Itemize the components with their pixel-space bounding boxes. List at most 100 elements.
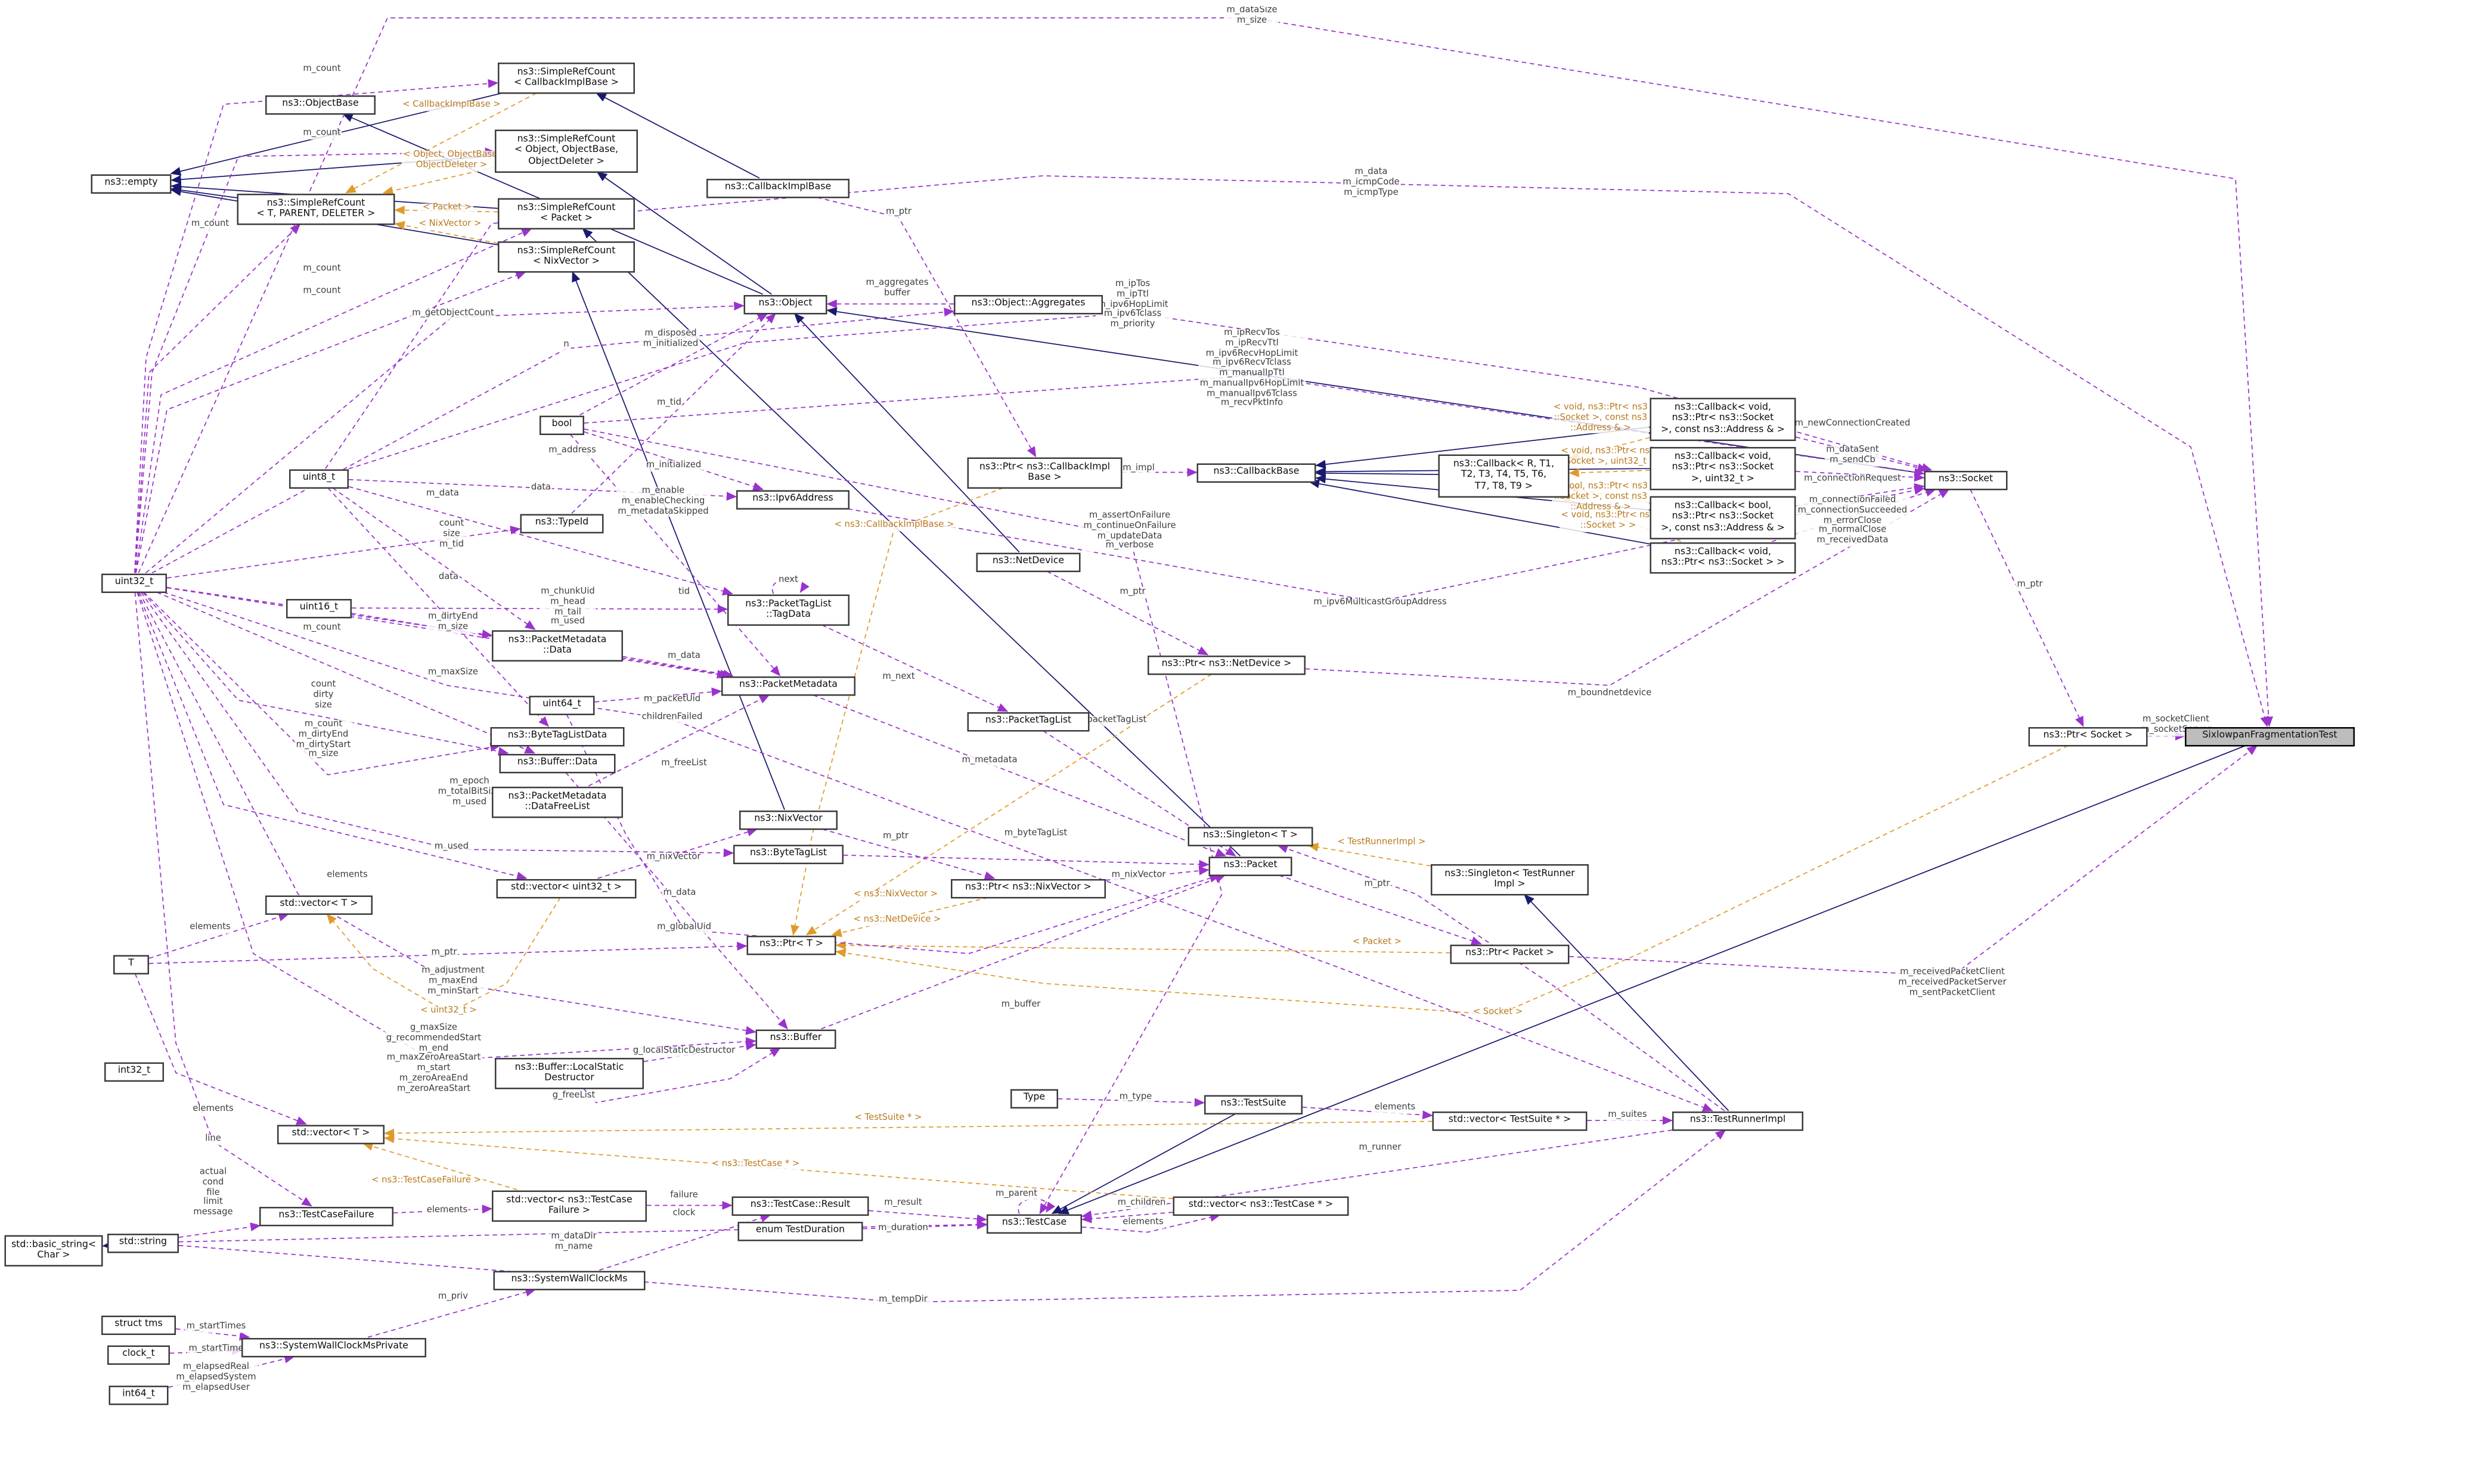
node-uint64[interactable]: uint64_t — [529, 695, 595, 715]
node-btl[interactable]: ns3::ByteTagList — [733, 844, 844, 864]
node-pm[interactable]: ns3::PacketMetadata — [721, 675, 855, 696]
node-typeid[interactable]: ns3::TypeId — [520, 513, 604, 533]
edge-testcase-vectc — [1081, 1213, 1221, 1233]
node-tms[interactable]: struct tms — [101, 1315, 176, 1334]
edge-src_nix-src_tpd — [394, 221, 498, 244]
node-bufdata[interactable]: ns3::Buffer::Data — [499, 753, 616, 773]
edge-pmdata-pm — [622, 656, 734, 679]
node-buffer[interactable]: ns3::Buffer — [755, 1029, 836, 1048]
node-singT[interactable]: ns3::Singleton< T > — [1188, 826, 1313, 846]
node-swcms[interactable]: ns3::SystemWallClockMs — [493, 1270, 646, 1290]
node-testcase[interactable]: ns3::TestCase — [987, 1213, 1082, 1233]
node-int64[interactable]: int64_t — [108, 1384, 169, 1405]
edge-uint32-tri — [163, 591, 1713, 1112]
edge-vectc-testcase — [1081, 1212, 1173, 1224]
edge-ptrnd-socket — [1305, 489, 1950, 686]
node-vecT2[interactable]: std::vector< T > — [277, 1124, 385, 1144]
node-nix[interactable]: ns3::NixVector — [739, 809, 838, 830]
node-vecu32[interactable]: std::vector< uint32_t > — [496, 878, 637, 898]
node-btld[interactable]: ns3::ByteTagListData — [490, 726, 625, 746]
node-src_cib[interactable]: ns3::SimpleRefCount < CallbackImplBase > — [498, 61, 635, 94]
edge-uint8-pmdata — [332, 488, 536, 630]
edge-vecTCfail-vecT2 — [362, 1142, 517, 1191]
node-result[interactable]: ns3::TestCase::Result — [731, 1196, 869, 1215]
node-target[interactable]: SixlowpanFragmentationTest — [2185, 726, 2355, 746]
node-cb2[interactable]: ns3::Callback< void, ns3::Ptr< ns3::Sock… — [1650, 446, 1796, 490]
node-ptrsock[interactable]: ns3::Ptr< Socket > — [2028, 726, 2148, 746]
node-pmdata[interactable]: ns3::PacketMetadata ::Data — [492, 629, 623, 661]
node-singTRI[interactable]: ns3::Singleton< TestRunner Impl > — [1431, 863, 1589, 895]
edge-tagdata-ptl — [821, 624, 1009, 712]
node-string[interactable]: std::string — [107, 1232, 179, 1253]
edge-uint16-tagdata — [351, 604, 728, 614]
edge-cbR-cbbase — [1315, 468, 1438, 478]
node-src_pkt[interactable]: ns3::SimpleRefCount < Packet > — [498, 197, 635, 229]
node-swcmsp[interactable]: ns3::SystemWallClockMsPrivate — [241, 1337, 426, 1357]
node-lsd[interactable]: ns3::Buffer::LocalStatic Destructor — [495, 1057, 644, 1089]
node-ptl[interactable]: ns3::PacketTagList — [967, 711, 1090, 731]
edge-ptrnix-ptrT — [831, 897, 988, 937]
node-clock[interactable]: clock_t — [107, 1345, 170, 1364]
node-cb1[interactable]: ns3::Callback< void, ns3::Ptr< ns3::Sock… — [1650, 397, 1796, 440]
node-int32[interactable]: int32_t — [104, 1061, 164, 1081]
node-duration[interactable]: enum TestDuration — [737, 1221, 863, 1241]
edge-type-testsuite — [1058, 1098, 1205, 1107]
node-tcfail[interactable]: ns3::TestCaseFailure — [259, 1206, 393, 1226]
edge-uint32-vecu32 — [137, 592, 528, 881]
node-tri[interactable]: ns3::TestRunnerImpl — [1672, 1110, 1803, 1131]
node-uint16[interactable]: uint16_t — [286, 598, 352, 618]
node-tagdata[interactable]: ns3::PacketTagList ::TagData — [727, 594, 849, 625]
edge-uint64-packet — [566, 714, 1220, 954]
node-object[interactable]: ns3::Object — [743, 294, 827, 314]
node-empty[interactable]: ns3::empty — [91, 173, 172, 193]
node-ptrpkt[interactable]: ns3::Ptr< Packet > — [1450, 943, 1570, 964]
node-vecsuite[interactable]: std::vector< TestSuite * > — [1432, 1110, 1588, 1131]
node-bool[interactable]: bool — [540, 415, 584, 434]
node-src_nix[interactable]: ns3::SimpleRefCount < NixVector > — [498, 240, 635, 272]
node-objectbase[interactable]: ns3::ObjectBase — [265, 94, 376, 114]
node-cbR[interactable]: ns3::Callback< R, T1, T2, T3, T4, T5, T6… — [1438, 454, 1570, 497]
node-uint32[interactable]: uint32_t — [101, 573, 167, 592]
node-ipv6addr[interactable]: ns3::Ipv6Address — [736, 489, 849, 509]
edge-src_cib-src_tpd — [345, 92, 537, 194]
node-type[interactable]: Type — [1010, 1088, 1058, 1108]
edge-netdev-ptrnd — [1046, 570, 1209, 656]
edge-uint32-src_nix — [135, 271, 526, 573]
node-cb4[interactable]: ns3::Callback< void, ns3::Ptr< ns3::Sock… — [1650, 541, 1796, 573]
node-netdev[interactable]: ns3::NetDevice — [976, 552, 1081, 572]
edge-cb4-cbbase — [1309, 479, 1650, 545]
node-cib[interactable]: ns3::CallbackImplBase — [706, 178, 849, 198]
edge-cib-ptrcib — [817, 197, 1037, 458]
node-testsuite[interactable]: ns3::TestSuite — [1204, 1094, 1303, 1114]
node-aggregates[interactable]: ns3::Object::Aggregates — [954, 294, 1103, 314]
node-src_tpd[interactable]: ns3::SimpleRefCount < T, PARENT, DELETER… — [237, 193, 395, 225]
node-cbbase[interactable]: ns3::CallbackBase — [1196, 462, 1316, 482]
node-uint8[interactable]: uint8_t — [289, 468, 349, 488]
node-ptrcib[interactable]: ns3::Ptr< ns3::CallbackImpl Base > — [967, 457, 1123, 488]
edge-packet-ptrpkt — [1279, 874, 1482, 945]
node-ptrnix[interactable]: ns3::Ptr< ns3::NixVector > — [951, 878, 1106, 898]
edge-cb1-socket — [1796, 436, 1929, 473]
edge-bool-ipv6addr — [584, 431, 764, 491]
node-packet[interactable]: ns3::Packet — [1208, 856, 1292, 876]
edge-uint32-pm — [166, 587, 728, 679]
node-ptrT[interactable]: ns3::Ptr< T > — [746, 935, 836, 955]
edge-src_obj-empty — [170, 155, 495, 184]
node-vecTCfail[interactable]: std::vector< ns3::TestCase Failure > — [492, 1190, 647, 1221]
node-pmfree[interactable]: ns3::PacketMetadata ::DataFreeList — [492, 786, 623, 818]
node-T[interactable]: T — [113, 954, 149, 974]
node-socket[interactable]: ns3::Socket — [1924, 470, 2008, 490]
node-ptrnd[interactable]: ns3::Ptr< ns3::NetDevice > — [1148, 654, 1306, 675]
edge-cb2-socket — [1796, 471, 1925, 482]
node-src_obj[interactable]: ns3::SimpleRefCount < Object, ObjectBase… — [495, 129, 638, 172]
edge-cb3-cbR — [1568, 485, 1650, 504]
edge-buffer-packet — [821, 874, 1226, 1030]
node-vecT1[interactable]: std::vector< T > — [265, 895, 373, 914]
node-vectc[interactable]: std::vector< ns3::TestCase * > — [1173, 1196, 1349, 1215]
edge-uint32-buffer — [137, 592, 757, 1061]
edge-pmfree-pm — [588, 694, 770, 787]
node-cb3[interactable]: ns3::Callback< bool, ns3::Ptr< ns3::Sock… — [1650, 495, 1796, 539]
node-basicstr[interactable]: std::basic_string< Char > — [4, 1234, 103, 1266]
edge-src_pkt-src_tpd — [394, 206, 498, 215]
